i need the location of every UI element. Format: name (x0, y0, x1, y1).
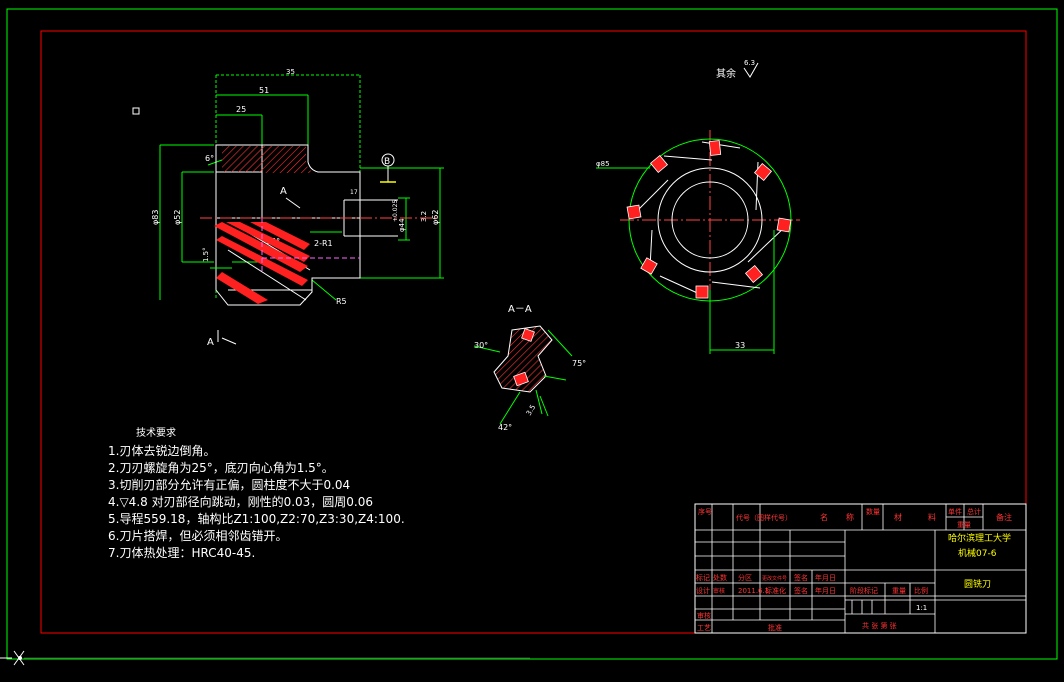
note-line-6: 6.刀片搭焊，但必须相邻齿错开。 (108, 529, 288, 543)
svg-text:更改文件号: 更改文件号 (762, 575, 787, 582)
svg-text:审核: 审核 (713, 587, 725, 595)
note-line-1: 1.刃体去锐边倒角。 (108, 444, 216, 458)
svg-text:分区: 分区 (738, 573, 752, 582)
notes-title: 技术要求 (136, 428, 176, 439)
svg-text:材: 材 (894, 512, 902, 522)
svg-text:备注: 备注 (996, 512, 1012, 522)
svg-text:17: 17 (350, 189, 358, 196)
svg-text:签名: 签名 (794, 586, 808, 595)
svg-text:φ62: φ62 (431, 210, 440, 225)
note-line-3: 3.切削刃部分允许有正偏，圆柱度不大于0.04 (108, 478, 351, 492)
svg-text:审核: 审核 (697, 611, 711, 620)
svg-text:哈尔滨理工大学: 哈尔滨理工大学 (948, 532, 1011, 544)
svg-text:3.2: 3.2 (420, 211, 428, 222)
svg-text:3.5: 3.5 (525, 403, 537, 417)
svg-text:A: A (207, 337, 214, 348)
svg-text:1:1: 1:1 (916, 604, 927, 612)
svg-text:6.3: 6.3 (744, 59, 755, 67)
svg-text:代号（图样代号）: 代号（图样代号） (736, 513, 792, 522)
svg-text:工艺: 工艺 (697, 624, 711, 632)
outer-frame (6, 8, 1058, 660)
svg-text:重量: 重量 (892, 587, 906, 595)
svg-text:30°: 30° (474, 341, 488, 350)
svg-text:35: 35 (286, 68, 295, 76)
title-block: 序号 代号（图样代号） 名 称 数量 材 料 单件 总计 备注 重量 哈尔滨理工… (694, 503, 1027, 634)
svg-text:B: B (384, 157, 390, 167)
svg-text:75°: 75° (572, 359, 586, 368)
svg-text:批准: 批准 (768, 623, 782, 632)
svg-text:A: A (280, 186, 287, 197)
svg-text:1.5°: 1.5° (202, 247, 210, 262)
svg-text:单件: 单件 (948, 507, 962, 516)
svg-text:33: 33 (735, 341, 745, 350)
svg-text:+0.025: +0.025 (392, 200, 399, 222)
surface-finish-symbol: 其余 6.3 (716, 59, 759, 80)
svg-text:25: 25 (236, 105, 246, 114)
note-line-4: 4.▽4.8 对刃部径向跳动，刚性的0.03，圆周0.06 (108, 495, 374, 509)
section-view: A－A 30° 75° 42° 3.5 (473, 304, 586, 432)
note-line-2: 2.刀刃螺旋角为25°，底刃向心角为1.5°。 (108, 461, 334, 475)
svg-text:总计: 总计 (967, 507, 981, 516)
svg-text:6°: 6° (205, 154, 214, 163)
svg-text:重量: 重量 (957, 521, 971, 529)
svg-text:A－A: A－A (508, 304, 532, 315)
svg-text:φ83: φ83 (151, 210, 160, 225)
svg-text:φ52: φ52 (173, 210, 182, 225)
point-marker (132, 107, 140, 115)
svg-text:2011.6.1: 2011.6.1 (738, 587, 769, 595)
svg-text:圆铣刀: 圆铣刀 (964, 578, 991, 590)
svg-text:阶段标记: 阶段标记 (850, 586, 878, 595)
technical-requirements: 技术要求 1.刃体去锐边倒角。 2.刀刃螺旋角为25°，底刃向心角为1.5°。 … (108, 424, 405, 562)
end-view: φ85 33 (596, 130, 800, 354)
svg-text:标准化: 标准化 (765, 586, 786, 595)
origin-marker (18, 656, 22, 660)
svg-text:处数: 处数 (713, 573, 727, 582)
note-line-5: 5.导程559.18，轴构比Z1:100,Z2:70,Z3:30,Z4:100. (108, 512, 405, 526)
svg-text:42°: 42° (498, 423, 512, 432)
svg-text:料: 料 (928, 512, 936, 522)
svg-text:2-R1: 2-R1 (314, 239, 333, 248)
svg-text:数量: 数量 (866, 507, 880, 516)
svg-text:签名: 签名 (794, 573, 808, 582)
svg-text:机械07-6: 机械07-6 (958, 547, 997, 559)
svg-text:φ85: φ85 (596, 160, 610, 168)
svg-text:比例: 比例 (914, 586, 928, 595)
svg-text:序号: 序号 (698, 507, 712, 516)
note-line-7: 7.刀体热处理：HRC40-45. (108, 546, 256, 560)
left-view: 35 51 25 6° φ83 φ52 φ62 φ44 +0.025 3.2 2… (151, 68, 444, 348)
svg-text:共 张 第 张: 共 张 第 张 (862, 621, 897, 630)
svg-text:标记: 标记 (696, 573, 710, 582)
svg-text:φ44: φ44 (398, 218, 406, 232)
svg-text:名: 名 (820, 512, 828, 522)
svg-text:称: 称 (846, 512, 854, 522)
svg-text:设计: 设计 (696, 586, 710, 595)
svg-text:51: 51 (259, 86, 269, 95)
ucs-icon (0, 650, 530, 666)
svg-text:年月日: 年月日 (815, 573, 836, 582)
inner-frame (40, 30, 1027, 634)
svg-text:其余: 其余 (716, 67, 736, 80)
svg-text:R5: R5 (336, 297, 347, 306)
svg-text:年月日: 年月日 (815, 586, 836, 595)
